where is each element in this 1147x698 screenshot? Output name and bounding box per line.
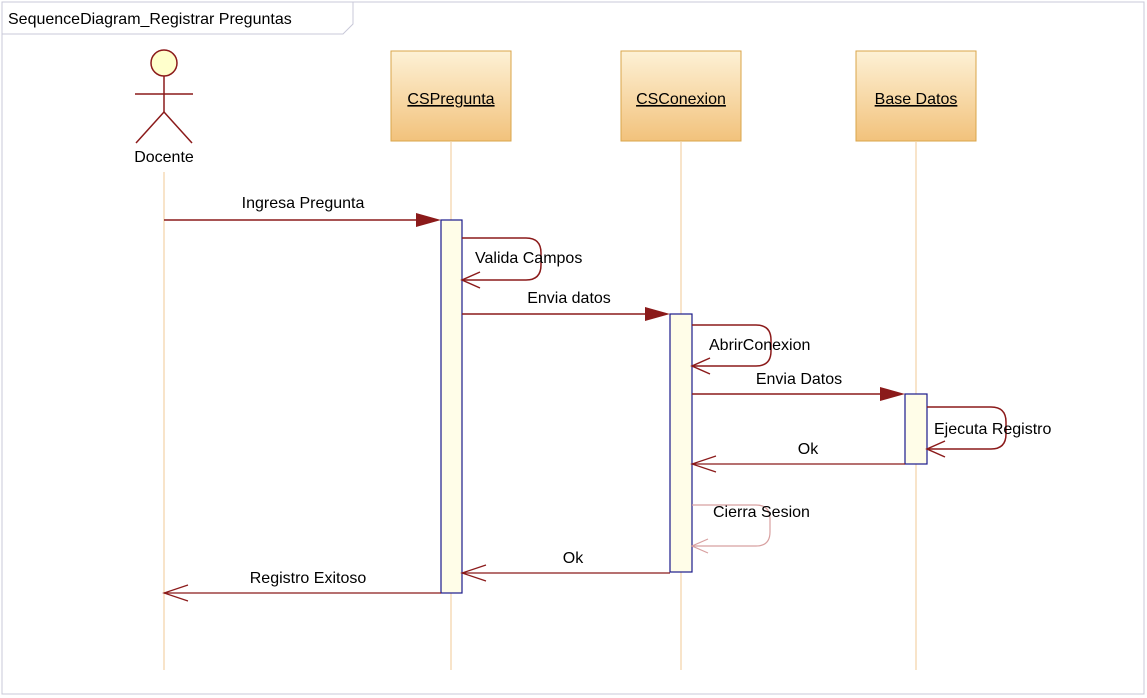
open-arrowhead [690, 538, 709, 554]
object-box [390, 50, 512, 142]
filled-arrowhead [416, 213, 441, 227]
self-call-loop [692, 324, 772, 367]
filled-arrowhead [880, 387, 905, 401]
open-arrowhead [690, 357, 711, 375]
message-ok-1[interactable]: Ok [690, 441, 905, 473]
object-label: Base Datos [875, 91, 958, 108]
actor-left-leg [135, 111, 165, 144]
object-box [855, 50, 977, 142]
frame-title: SequenceDiagram_Registrar Preguntas [8, 11, 292, 28]
message-label: Ingresa Pregunta [242, 195, 365, 212]
object-cspregunta[interactable]: CSPregunta [390, 50, 512, 142]
message-label: Valida Campos [475, 250, 582, 267]
object-box [620, 50, 742, 142]
actor-head [150, 49, 178, 77]
activation-cspregunta [440, 219, 463, 594]
activation-csconexion [669, 313, 693, 573]
message-envia-datos-2[interactable]: Envia Datos [692, 371, 905, 401]
message-label: AbrirConexion [709, 337, 810, 354]
message-envia-datos-1[interactable]: Envia datos [462, 290, 670, 321]
filled-arrowhead [645, 307, 670, 321]
open-arrowhead [460, 271, 481, 289]
message-label: Registro Exitoso [250, 570, 367, 587]
actor-right-leg [163, 111, 193, 144]
message-label: Ok [563, 550, 584, 567]
message-ok-2[interactable]: Ok [460, 550, 670, 582]
open-arrowhead [690, 455, 717, 473]
actor-docente[interactable]: Docente [134, 49, 194, 166]
open-arrowhead [460, 564, 487, 582]
message-label: Ejecuta Registro [934, 421, 1051, 438]
message-registro-exitoso[interactable]: Registro Exitoso [162, 570, 441, 602]
activation-basedatos [904, 393, 928, 465]
object-label: CSConexion [636, 91, 726, 108]
object-label: CSPregunta [407, 91, 494, 108]
message-ejecuta-registro[interactable]: Ejecuta Registro [925, 406, 1051, 458]
message-abrir-conexion[interactable]: AbrirConexion [690, 324, 810, 375]
object-basedatos[interactable]: Base Datos [855, 50, 977, 142]
self-call-loop [692, 504, 771, 547]
open-arrowhead [925, 440, 946, 458]
frame-title-tab [1, 1, 354, 35]
actor-label: Docente [134, 149, 194, 166]
message-label: Envia Datos [756, 371, 842, 388]
message-ingresa-pregunta[interactable]: Ingresa Pregunta [164, 195, 441, 227]
self-call-loop [927, 406, 1007, 450]
message-valida-campos[interactable]: Valida Campos [460, 237, 582, 289]
message-label: Envia datos [527, 290, 611, 307]
message-label: Ok [798, 441, 819, 458]
message-label: Cierra Sesion [713, 504, 810, 521]
open-arrowhead [162, 584, 189, 602]
self-call-loop [462, 237, 542, 281]
message-cierra-sesion[interactable]: Cierra Sesion [690, 504, 810, 554]
object-csconexion[interactable]: CSConexion [620, 50, 742, 142]
